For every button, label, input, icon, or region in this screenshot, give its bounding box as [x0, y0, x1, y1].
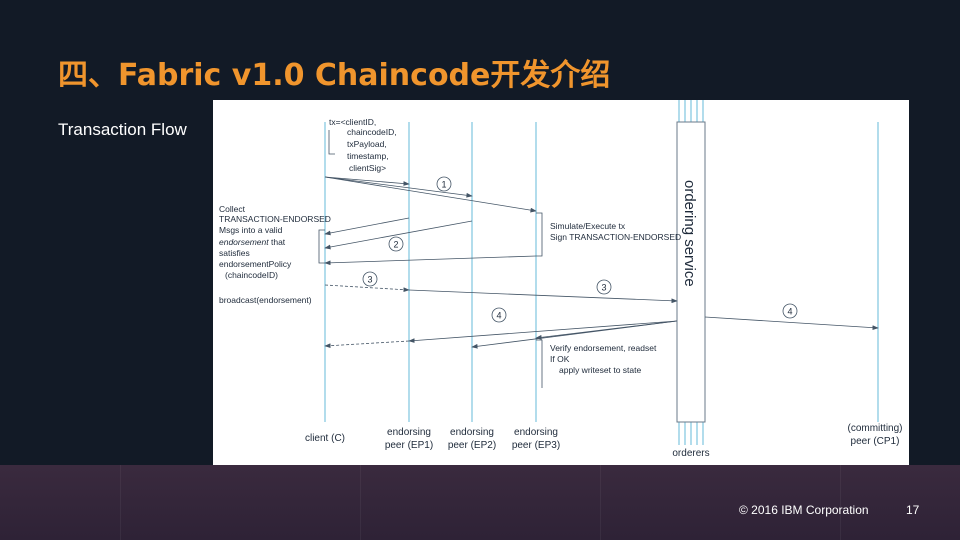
step4-marker-right	[782, 303, 798, 319]
step1-label: 1	[441, 180, 446, 190]
label-ep3-bottom: peer (EP3)	[512, 440, 560, 451]
footer-band	[0, 465, 960, 540]
step4-label-left: 4	[496, 311, 501, 321]
label-ep3-top: endorsing	[514, 427, 558, 438]
verify-note-line: If OK	[550, 354, 570, 364]
tx-note-line: chaincodeID,	[347, 127, 397, 137]
collect-note-line: satisfies	[219, 248, 250, 258]
collect-note-line: endorsementPolicy	[219, 259, 292, 269]
step1-marker	[436, 176, 452, 192]
tx-note-line: clientSig>	[349, 163, 386, 173]
label-ep2-bottom: peer (EP2)	[448, 440, 496, 451]
step3-marker-b	[596, 279, 612, 295]
label-client: client (C)	[305, 433, 345, 444]
collect-note-line: (chaincodeID)	[225, 270, 278, 280]
label-ep1-bottom: peer (EP1)	[385, 440, 433, 451]
step4-marker-left	[491, 307, 507, 323]
page-number: 17	[906, 503, 920, 517]
broadcast-to-orderer-arrow	[408, 289, 678, 304]
label-orderers: orderers	[672, 448, 709, 459]
sequence-diagram: ordering service tx=<clientID, chaincode…	[213, 100, 909, 465]
copyright-text: © 2016 IBM Corporation	[739, 503, 869, 517]
step2-marker	[388, 236, 404, 252]
broadcast-note: broadcast(endorsement)	[219, 295, 312, 305]
simulate-note: Simulate/Execute tx Sign TRANSACTION-END…	[550, 221, 681, 242]
label-cp1-bottom: peer (CP1)	[851, 436, 900, 447]
tx-note: tx=<clientID, chaincodeID, txPayload, ti…	[329, 117, 397, 173]
tx-note-line: tx=<clientID,	[329, 117, 376, 127]
verify-note-line: apply writeset to state	[559, 365, 641, 375]
step3-label: 3	[367, 275, 372, 285]
collect-note-line: endorsement that	[219, 237, 286, 247]
ordering-service-box	[676, 121, 706, 423]
tx-note-line: timestamp,	[347, 151, 389, 161]
step1-arrows	[324, 176, 537, 213]
sequence-diagram-svg: ordering service tx=<clientID, chaincode…	[219, 100, 903, 459]
ordering-service-label: ordering service	[681, 180, 698, 287]
simulate-note-line: Sign TRANSACTION-ENDORSED	[550, 232, 681, 242]
label-ep2-top: endorsing	[450, 427, 494, 438]
footer-tile	[600, 465, 721, 540]
step2-arrows	[324, 217, 537, 266]
step4-label-right: 4	[787, 307, 792, 317]
collect-rest: that	[269, 237, 286, 247]
collect-emphasis: endorsement	[219, 237, 269, 247]
simulate-note-line: Simulate/Execute tx	[550, 221, 626, 231]
tx-note-bracket	[328, 130, 335, 155]
label-cp1-top: (committing)	[847, 423, 902, 434]
step3-label-b: 3	[601, 283, 606, 293]
verify-note: Verify endorsement, readset If OK apply …	[550, 343, 657, 375]
tx-note-line: txPayload,	[347, 139, 387, 149]
footer-tile	[120, 465, 241, 540]
step4-arrows	[324, 320, 678, 349]
label-ep1-top: endorsing	[387, 427, 431, 438]
slide-subtitle: Transaction Flow	[58, 120, 187, 139]
broadcast-dashed-arrow	[324, 284, 410, 293]
step3-marker	[362, 271, 378, 287]
footer-tile	[840, 465, 960, 540]
step2-label: 2	[393, 240, 398, 250]
orderer-to-cp1-arrow	[704, 316, 879, 331]
footer-tile	[360, 465, 481, 540]
verify-bracket	[536, 339, 543, 388]
collect-note: Collect TRANSACTION-ENDORSED Msgs into a…	[219, 204, 331, 280]
collect-note-line: Collect	[219, 204, 246, 214]
collect-note-line: Msgs into a valid	[219, 225, 283, 235]
slide-title: 四、Fabric v1.0 Chaincode开发介绍	[58, 58, 611, 93]
lifeline-labels: client (C) endorsing peer (EP1) endorsin…	[305, 423, 903, 459]
collect-bracket	[318, 229, 325, 264]
simulate-bracket	[536, 212, 543, 257]
collect-note-line: TRANSACTION-ENDORSED	[219, 214, 331, 224]
verify-note-line: Verify endorsement, readset	[550, 343, 657, 353]
